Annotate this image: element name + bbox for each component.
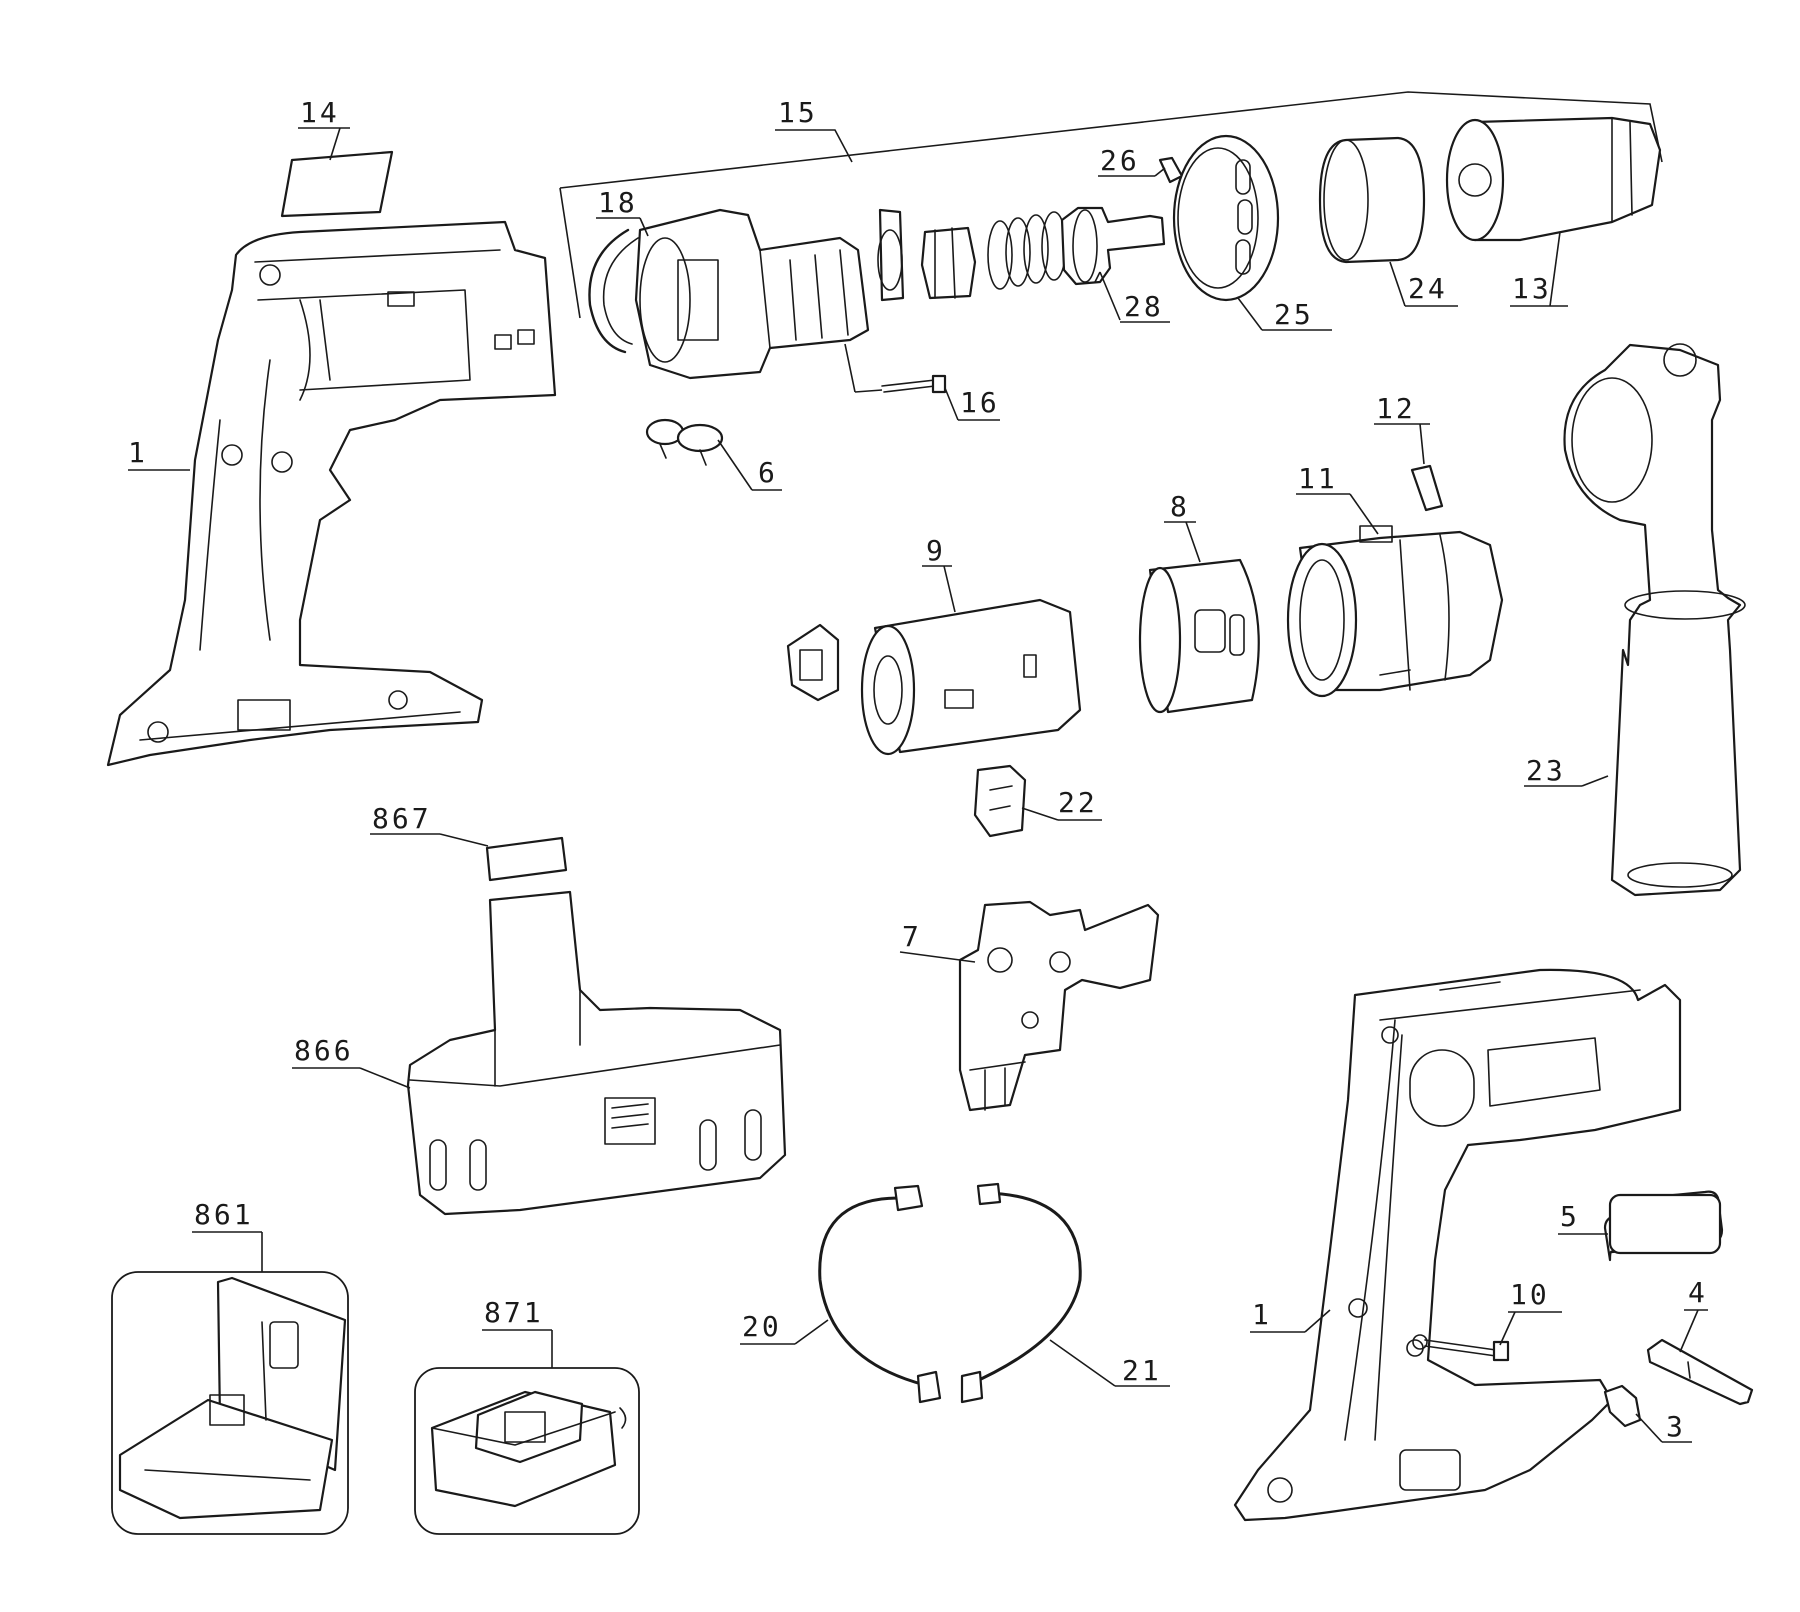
callout-6: 6: [758, 456, 778, 489]
callout-20: 20: [742, 1310, 782, 1343]
callout-871: 871: [484, 1296, 544, 1329]
part-18-retaining-ring: [588, 228, 639, 354]
callout-5: 5: [1560, 1200, 1580, 1233]
callout-22: 22: [1058, 786, 1098, 819]
callout-11: 11: [1298, 462, 1338, 495]
part-3-clip: [1603, 1384, 1642, 1428]
part-1-housing-right: [1233, 968, 1682, 1522]
callout-12: 12: [1376, 392, 1416, 425]
callout-14: 14: [300, 96, 340, 129]
part-25-torque-collar: [1172, 134, 1280, 302]
callout-866: 866: [294, 1034, 354, 1067]
part-15-gearbox: [634, 208, 870, 380]
part-clutch-star: [920, 226, 977, 300]
callout-15: 15: [778, 96, 818, 129]
callout-26: 26: [1100, 144, 1140, 177]
callout-23: 23: [1526, 754, 1566, 787]
callout-4: 4: [1688, 1276, 1708, 1309]
part-16-screw: [881, 374, 947, 394]
part-22-brush-clip: [973, 764, 1027, 838]
part-15-group-bracket: [559, 91, 1663, 319]
part-866-battery-pack: [406, 890, 787, 1216]
callout-28: 28: [1124, 290, 1164, 323]
part-4-screwdriver-bit: [1646, 1338, 1754, 1406]
part-20-wire-lead: [818, 1184, 942, 1404]
callout-867: 867: [372, 802, 432, 835]
callout-25: 25: [1274, 298, 1314, 331]
part-14-label-plate: [280, 150, 394, 218]
callout-10: 10: [1510, 1278, 1550, 1311]
part-11-motor-housing: [1286, 525, 1504, 698]
part-867-pad: [485, 836, 568, 882]
part-12-tab: [1410, 464, 1444, 512]
part-clutch-washer: [877, 208, 905, 302]
part-10-screw: [1412, 1334, 1510, 1362]
part-24-sleeve: [1318, 136, 1426, 264]
part-clutch-spring: [987, 211, 1067, 290]
callout-24: 24: [1408, 272, 1448, 305]
part-861-carry-case: [111, 1271, 349, 1535]
part-6-clip: [645, 418, 724, 466]
part-23-side-handle: [1563, 343, 1746, 897]
callout-13: 13: [1512, 272, 1552, 305]
part-brush-holder: [786, 623, 840, 702]
callout-18: 18: [598, 186, 638, 219]
part-8-ring-gear: [1138, 558, 1260, 714]
part-21-wire-lead: [960, 1182, 1082, 1404]
part-7-switch: [958, 900, 1160, 1112]
callout-1-right: 1: [1252, 1298, 1272, 1331]
part-5-label: [1603, 1190, 1724, 1262]
part-1-housing-left: [106, 220, 557, 767]
part-28-spindle: [1060, 206, 1166, 286]
callout-7: 7: [902, 920, 922, 953]
callout-3: 3: [1666, 1410, 1686, 1443]
part-9-motor: [860, 598, 1082, 756]
callout-9: 9: [926, 534, 946, 567]
callout-1-left: 1: [128, 436, 148, 469]
callout-861: 861: [194, 1198, 254, 1231]
callout-16: 16: [960, 386, 1000, 419]
callout-8: 8: [1170, 490, 1190, 523]
callout-21: 21: [1122, 1354, 1162, 1387]
part-13-chuck: [1445, 116, 1662, 242]
part-871-charger: [414, 1367, 640, 1535]
